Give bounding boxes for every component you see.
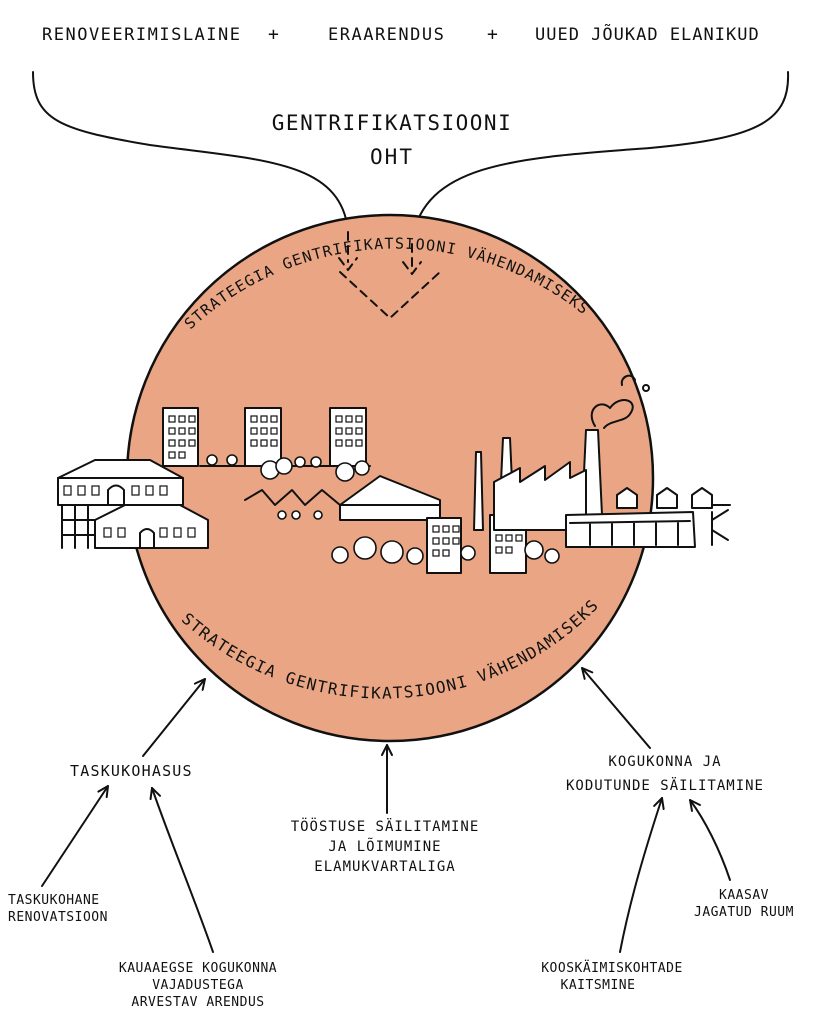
header-brace	[32, 71, 790, 241]
trees-lower-row	[331, 536, 560, 565]
threat-title: Gentrifikatsiooni	[272, 111, 512, 135]
strategy-industry-line2: ja lõimumine	[328, 838, 441, 855]
apartment-block-2	[244, 407, 282, 467]
arrow-needs-to-affordability	[152, 788, 214, 953]
substrategy-community-needs-line1: Kauaaegse kogukonna	[119, 961, 277, 976]
factory	[473, 374, 696, 548]
substrategy-meeting-places-line2: kaitsmine	[561, 978, 636, 993]
plus-sign-1: +	[268, 24, 279, 45]
arrow-shared-to-community	[690, 800, 731, 881]
arrow-affordability-to-circle	[142, 679, 205, 757]
arrow-renovation-to-affordability	[41, 786, 108, 887]
strategy-affordability: Taskukohasus	[70, 762, 193, 780]
sawtooth-roof-building	[244, 475, 441, 521]
substrategy-shared-space-line2: jagatud ruum	[694, 905, 794, 920]
dashed-arrows	[338, 231, 441, 319]
substrategy-shared-space-line1: Kaasav	[719, 888, 769, 903]
arrows	[41, 668, 731, 953]
substrategy-meeting-places-line1: Kooskäimiskohtade	[541, 960, 683, 976]
trees-top-row	[206, 454, 370, 482]
strategy-industry-line1: Tööstuse säilitamine	[291, 817, 480, 835]
term-private-development: eraarendus	[328, 25, 445, 45]
substrategy-affordable-renovation-line1: Taskukohane	[8, 893, 100, 908]
arrow-community-to-circle	[582, 668, 651, 749]
substrategy-affordable-renovation-line2: renovatsioon	[8, 910, 108, 925]
apartment-block-3	[329, 407, 367, 467]
strategy-community-line1: Kogukonna ja	[608, 754, 721, 770]
substrategy-community-needs-line2: vajadustega	[152, 978, 244, 993]
threat-subtitle: oht	[370, 145, 414, 169]
term-wealthy-residents: uued jõukad elanikud	[535, 23, 760, 45]
apartment-block-4	[426, 517, 462, 574]
strategy-industry-line3: elamukvartaliga	[314, 859, 455, 875]
substrategy-community-needs-line3: arvestav arendus	[131, 995, 264, 1010]
small-houses	[616, 487, 729, 546]
smoke	[590, 374, 650, 429]
cityscape-illustration	[57, 374, 731, 574]
apartment-block-1	[162, 407, 199, 467]
arrow-meeting-to-community	[619, 798, 662, 953]
historic-building-left	[57, 459, 209, 549]
strategy-community-line2: kodutunde säilitamine	[566, 776, 764, 794]
header-terms: Renoveerimislaine + eraarendus + uued jõ…	[42, 23, 760, 45]
plus-sign-2: +	[487, 24, 498, 45]
term-renovation-wave: Renoveerimislaine	[42, 25, 242, 45]
